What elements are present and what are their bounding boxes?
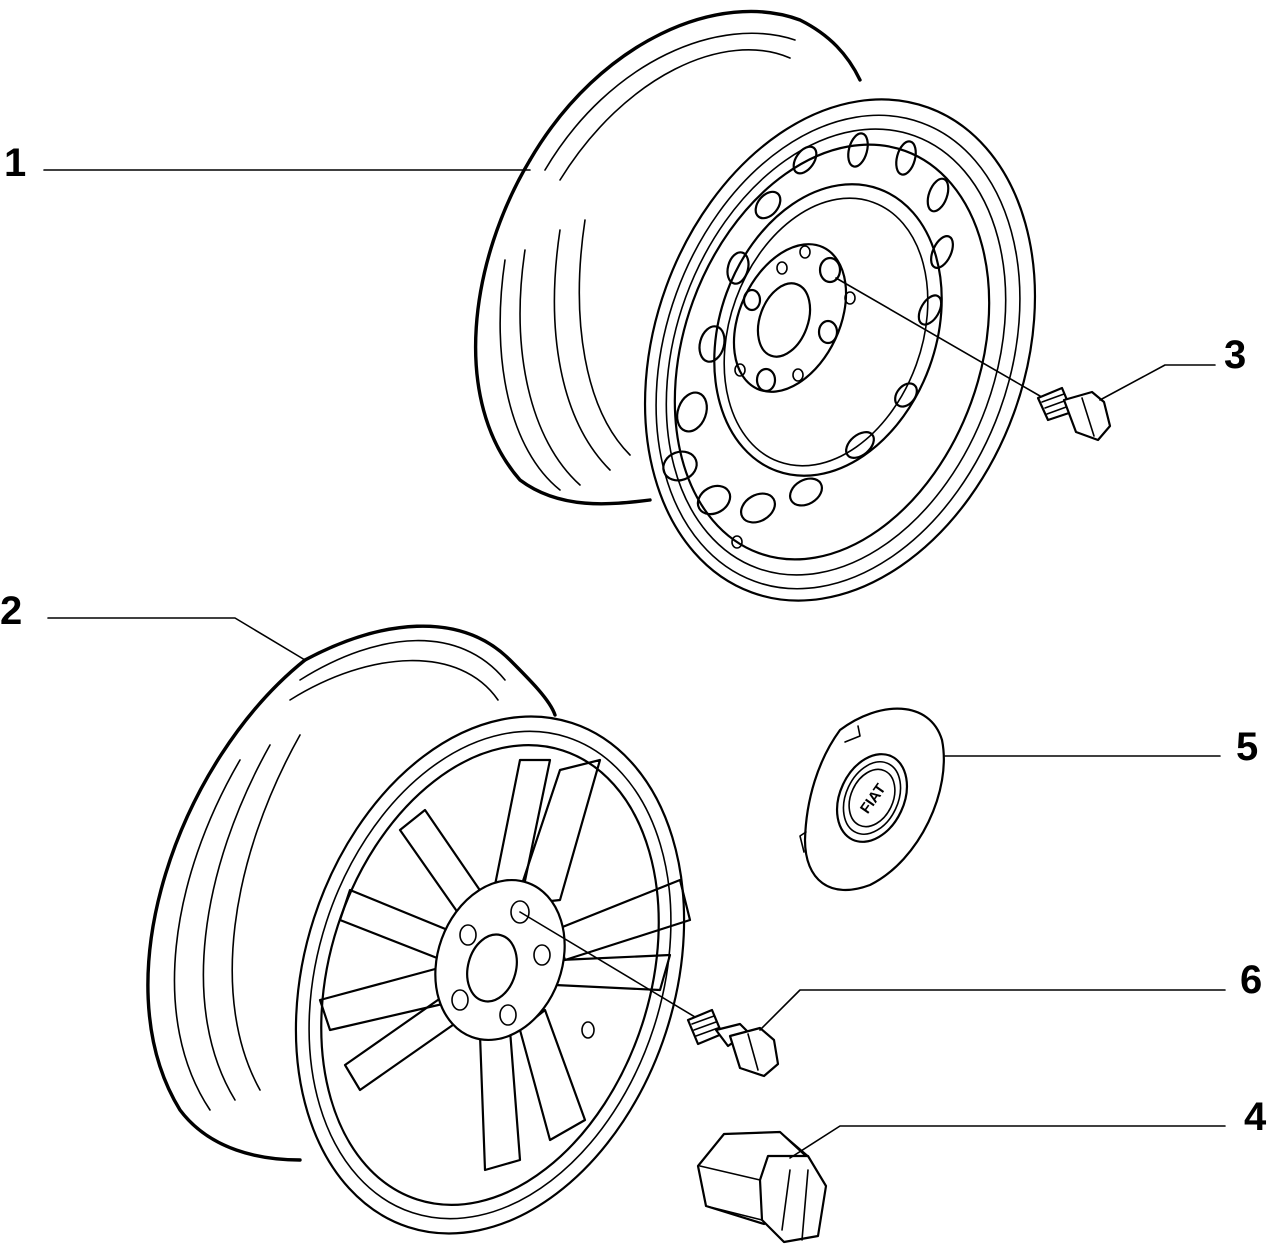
hub-cap[interactable]: FIAT: [799, 707, 945, 891]
leader-line-2: [47, 617, 306, 661]
callout-2: 2: [0, 589, 22, 633]
steel-wheel[interactable]: [473, 9, 1102, 655]
callout-5: 5: [1236, 725, 1258, 769]
leader-line-3a: [835, 277, 1041, 397]
callout-6: 6: [1240, 958, 1262, 1002]
alloy-wheel[interactable]: [146, 624, 748, 1250]
vent-holes: [662, 132, 954, 524]
wheel-bolt-alloy[interactable]: [686, 1008, 780, 1078]
wheel-bolt-steel[interactable]: [1036, 386, 1112, 442]
socket-adapter[interactable]: [696, 1130, 828, 1244]
callout-1: 1: [4, 141, 26, 185]
leader-line-3: [1099, 364, 1216, 401]
leader-line-6a: [519, 911, 701, 1021]
leader-line-4: [789, 1125, 1226, 1159]
callout-3: 3: [1224, 333, 1246, 377]
callout-4: 4: [1244, 1095, 1267, 1139]
leader-line-6: [759, 989, 1226, 1031]
